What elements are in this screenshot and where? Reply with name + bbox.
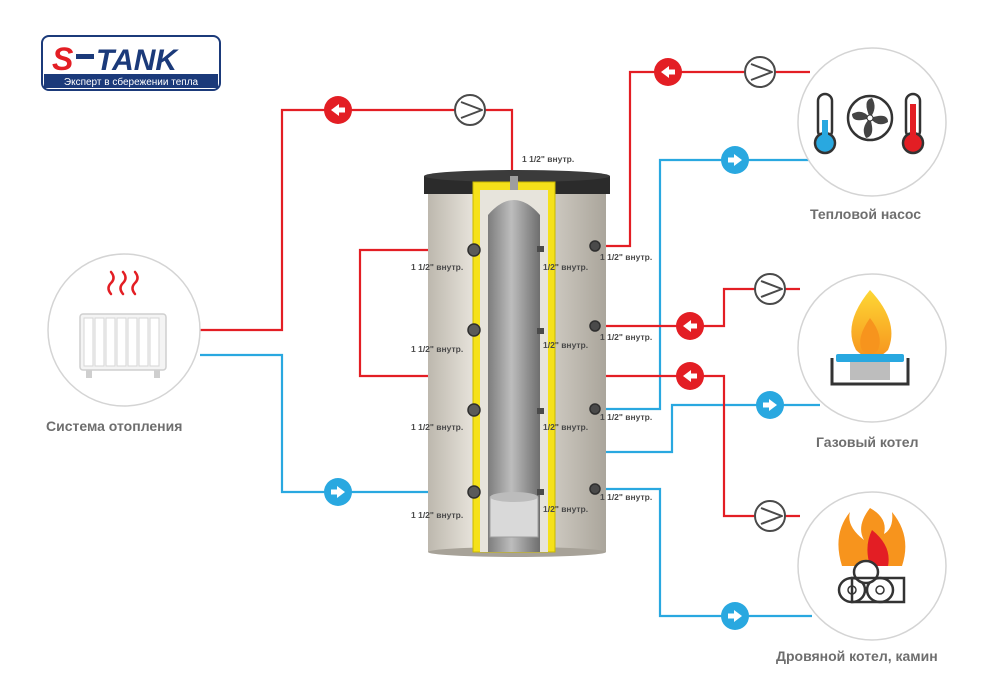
heat-pump-node bbox=[797, 47, 947, 197]
s-tank-logo: S TANK Эксперт в сбережении тепла bbox=[41, 35, 221, 91]
top-fitting bbox=[510, 176, 518, 190]
port-label-right-1: 1 1/2" внутр. bbox=[600, 252, 652, 262]
logo-prefix: S bbox=[52, 41, 74, 77]
logo-brand: TANK bbox=[96, 44, 179, 77]
thermometer-hot-icon bbox=[901, 92, 925, 155]
pump-icon bbox=[754, 500, 786, 532]
vessel-bottom-section bbox=[489, 496, 539, 538]
logo-tagline: Эксперт в сбережении тепла bbox=[64, 76, 199, 88]
heating-return-pipe bbox=[200, 353, 478, 494]
wood-boiler-label: Дровяной котел, камин bbox=[776, 648, 938, 664]
port-right-1 bbox=[589, 240, 601, 252]
firewood-icon bbox=[837, 508, 906, 604]
logo-dash bbox=[76, 54, 94, 59]
port-mid-4 bbox=[537, 489, 544, 495]
pump-icon bbox=[744, 56, 776, 88]
port-mid-2 bbox=[537, 328, 544, 334]
port-label-mid-1: 1/2" внутр. bbox=[543, 262, 588, 272]
port-mid-1 bbox=[537, 246, 544, 252]
port-label-right-2: 1 1/2" внутр. bbox=[600, 332, 652, 342]
heating-system-label: Система отопления bbox=[46, 418, 183, 434]
port-label-left-2: 1 1/2" внутр. bbox=[411, 344, 463, 354]
port-left-1 bbox=[467, 243, 481, 257]
port-label-mid-3: 1/2" внутр. bbox=[543, 422, 588, 432]
thermometer-cold-icon bbox=[813, 92, 837, 155]
gas-flame-icon bbox=[830, 290, 910, 386]
port-label-right-4: 1 1/2" внутр. bbox=[600, 492, 652, 502]
arrow-right-icon bbox=[324, 478, 352, 506]
logo-tagline-band bbox=[44, 74, 218, 88]
port-right-4 bbox=[589, 483, 601, 495]
pump-icon bbox=[454, 94, 486, 126]
radiator-icon bbox=[79, 270, 167, 378]
heat-pump-label: Тепловой насос bbox=[810, 206, 922, 222]
port-label-mid-4: 1/2" внутр. bbox=[543, 504, 588, 514]
inner-vessel bbox=[488, 200, 540, 552]
gas-boiler-node bbox=[797, 273, 947, 423]
port-labels: 1 1/2" внутр. 1 1/2" внутр. 1 1/2" внутр… bbox=[411, 154, 652, 520]
port-label-mid-2: 1/2" внутр. bbox=[543, 340, 588, 350]
port-label-right-3: 1 1/2" внутр. bbox=[600, 412, 652, 422]
pump-icon bbox=[754, 273, 786, 305]
arrow-right-icon bbox=[721, 146, 749, 174]
arrow-right-icon bbox=[721, 602, 749, 630]
port-label-top: 1 1/2" внутр. bbox=[522, 154, 574, 164]
arrow-left-icon bbox=[324, 96, 352, 124]
heating-supply-pipe bbox=[200, 108, 514, 332]
wood-boiler-node bbox=[797, 491, 947, 641]
port-label-left-3: 1 1/2" внутр. bbox=[411, 422, 463, 432]
arrow-left-icon bbox=[676, 312, 704, 340]
gas-boiler-label: Газовый котел bbox=[816, 434, 919, 450]
port-label-left-4: 1 1/2" внутр. bbox=[411, 510, 463, 520]
port-left-4 bbox=[467, 485, 481, 499]
buffer-tank bbox=[424, 170, 610, 557]
port-left-2 bbox=[467, 323, 481, 337]
arrow-left-icon bbox=[676, 362, 704, 390]
heat-pump-hot-pipe bbox=[598, 70, 810, 248]
fan-icon bbox=[846, 94, 894, 142]
port-left-3 bbox=[467, 403, 481, 417]
arrow-right-icon bbox=[756, 391, 784, 419]
port-mid-3 bbox=[537, 408, 544, 414]
heating-system-node bbox=[47, 253, 201, 407]
arrow-left-icon bbox=[654, 58, 682, 86]
port-right-3 bbox=[589, 403, 601, 415]
port-right-2 bbox=[589, 320, 601, 332]
port-label-left-1: 1 1/2" внутр. bbox=[411, 262, 463, 272]
